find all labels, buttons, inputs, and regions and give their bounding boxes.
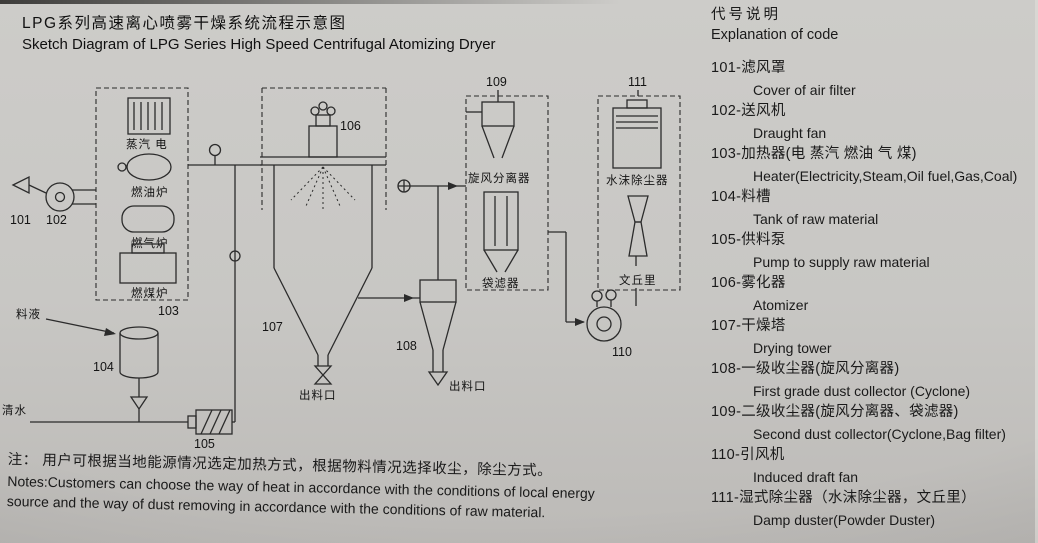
legend-code-zh: 109-二级收尘器(旋风分离器、袋滤器) [711,404,959,420]
legend-item-110: 110-引风机 Induced draft fan [711,445,1038,488]
legend-desc-en: Tank of raw material [753,210,879,227]
arrow-icon [104,328,116,336]
legend-code-zh: 104-料槽 [711,189,771,205]
label-105: 105 [194,437,215,451]
wet-duster-box-111: 水沫除尘器 文丘里 [597,90,681,291]
second-collector-box-109: 旋风分离器 袋滤器 [465,90,549,291]
damper-valve-icon [397,179,411,193]
feed-tank-104 [119,326,159,379]
induced-fan-110 [586,289,622,342]
oil-furnace [117,153,172,181]
legend-desc-en: Damp duster(Powder Duster) [753,511,936,528]
label-cyclone-separator: 旋风分离器 [468,171,531,185]
label-106: 106 [340,119,361,133]
legend-header: 代号说明 Explanation of code [711,5,1038,45]
diagram-title: LPG系列高速离心喷雾干燥系统流程示意图 Sketch Diagram of L… [22,14,496,55]
label-107: 107 [262,320,283,334]
arrow-icon [448,182,458,190]
atomizer-106 [308,101,338,158]
label-102: 102 [46,213,67,227]
tower-dashed-box [261,87,387,210]
strainer-icon [129,396,149,411]
label-venturi: 文丘里 [619,273,657,287]
legend-code-zh: 110-引风机 [711,447,785,463]
legend-desc-en: Atomizer [753,296,809,313]
legend-desc-en: Induced draft fan [753,468,859,485]
label-104: 104 [93,360,114,374]
discharge-valve-icon [313,365,333,376]
discharge-valve-icon [427,371,449,387]
label-feed-liquid: 料液 [16,307,41,321]
label-gas-furnace: 燃气炉 [131,236,169,250]
legend-code-zh: 106-雾化器 [711,275,786,291]
valve-icon [229,250,241,262]
process-pipes [30,164,637,423]
legend-desc-en: Second dust collector(Cyclone,Bag filter… [753,425,1006,442]
legend-item-101: 101-滤风罩 Cover of air filter [711,58,1038,101]
label-bag-filter: 袋滤器 [482,276,520,290]
discharge-valve-icon [313,374,333,385]
legend-item-109: 109-二级收尘器(旋风分离器、袋滤器) Second dust collect… [711,402,1038,445]
legend-item-102: 102-送风机 Draught fan [711,101,1038,144]
legend-items: 101-滤风罩 Cover of air filter 102-送风机 Drau… [711,58,1038,531]
water-film-duster [612,99,662,169]
legend-code-zh: 105-供料泵 [711,232,786,248]
arrow-icon [575,318,585,326]
legend-item-103: 103-加热器(电 蒸汽 燃油 气 煤) Heater(Electricity,… [711,144,1038,187]
legend: 代号说明 Explanation of code 101-滤风罩 Cover o… [711,5,1038,531]
label-110: 110 [612,345,632,359]
pressure-gauge-icon [208,143,222,165]
legend-code-zh: 108-一级收尘器(旋风分离器) [711,361,900,377]
paper-edge [1035,0,1038,543]
legend-desc-en: First grade dust collector (Cyclone) [753,382,971,399]
legend-desc-en: Pump to supply raw material [753,253,930,270]
label-oil-furnace: 燃油炉 [131,185,169,199]
label-111: 111 [628,75,647,89]
bag-filter-109 [483,191,519,273]
label-clean-water: 清水 [2,404,27,417]
cyclone-108 [419,279,457,387]
legend-code-zh: 103-加热器(电 蒸汽 燃油 气 煤) [711,146,917,162]
legend-desc-en: Drying tower [753,339,832,356]
legend-title-zh: 代号说明 [711,7,781,23]
legend-code-zh: 102-送风机 [711,103,786,119]
label-water-duster: 水沫除尘器 [606,173,669,187]
legend-code-zh: 101-滤风罩 [711,60,786,76]
cyclone-separator-109 [466,96,515,159]
label-outlet-tower: 出料口 [299,388,337,402]
gas-furnace [121,205,175,233]
label-outlet-cyclone: 出料口 [449,379,487,393]
label-103: 103 [158,304,179,318]
coal-furnace [119,243,177,284]
label-steam-electric: 蒸汽 电 [126,137,168,151]
legend-desc-en: Heater(Electricity,Steam,Oil fuel,Gas,Co… [753,167,1018,184]
legend-code-zh: 111-湿式除尘器（水沫除尘器，文丘里） [711,490,976,506]
label-coal-furnace: 燃煤炉 [131,286,169,300]
arrow-icon [404,294,414,302]
venturi [627,195,649,257]
legend-item-111: 111-湿式除尘器（水沫除尘器，文丘里） Damp duster(Powder … [711,488,1038,531]
legend-title-en: Explanation of code [711,27,839,43]
label-101: 101 [10,213,31,227]
diagram-title-zh: LPG系列高速离心喷雾干燥系统流程示意图 [22,15,347,32]
label-109: 109 [486,75,507,89]
draught-fan-102 [45,182,96,212]
diagram-title-en: Sketch Diagram of LPG Series High Speed … [22,35,496,53]
legend-item-105: 105-供料泵 Pump to supply raw material [711,230,1038,273]
legend-desc-en: Cover of air filter [753,81,856,98]
legend-desc-en: Draught fan [753,124,827,141]
air-filter-101 [11,175,47,195]
photo-edge [0,0,620,4]
legend-item-107: 107-干燥塔 Drying tower [711,316,1038,359]
heater-box-103: 蒸汽 电 燃油炉 燃气炉 燃煤炉 [95,87,189,301]
feed-pump-105 [187,409,233,435]
flow-diagram: 101 102 蒸汽 电 燃油炉 燃气炉 [2,75,681,451]
drying-tower-107 [260,156,386,385]
legend-item-106: 106-雾化器 Atomizer [711,273,1038,316]
steam-electric-heater [127,97,171,135]
legend-item-104: 104-料槽 Tank of raw material [711,187,1038,230]
legend-code-zh: 107-干燥塔 [711,318,786,334]
label-108: 108 [396,339,417,353]
legend-item-108: 108-一级收尘器(旋风分离器) First grade dust collec… [711,359,1038,402]
